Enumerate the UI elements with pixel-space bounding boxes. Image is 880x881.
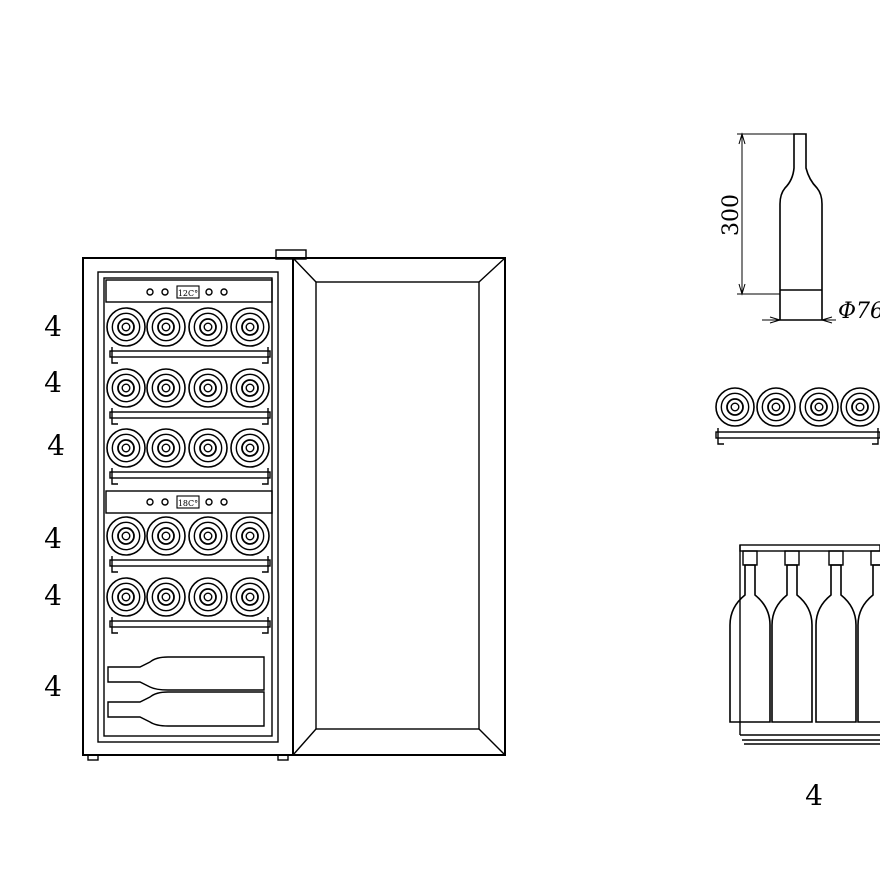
shelf-2-bottle-3 [188, 368, 228, 408]
rack-bottle-3 [815, 564, 857, 723]
detail-shelf-rail [715, 428, 880, 445]
rack-bottle-2-holder [784, 550, 800, 566]
shelf-4-rail [109, 556, 271, 573]
shelf-2-rail [109, 408, 271, 425]
shelf-2-bottle-4 [230, 368, 270, 408]
bottom-shelf-bottles [107, 656, 265, 727]
control-panel-top [105, 279, 273, 303]
rack-bottles [729, 550, 880, 723]
shelf-1-bottle-1 [106, 307, 146, 347]
zone-1-temperature: 12C° [178, 289, 198, 298]
shelf-2-bottle-2 [146, 368, 186, 408]
rack-bottle-4 [857, 564, 880, 723]
detail-bottle-4 [840, 387, 880, 427]
bottle-rack-detail [739, 544, 880, 745]
shelf-1-bottle-4 [230, 307, 270, 347]
shelf-4-bottle-1 [106, 516, 146, 556]
shelf-1-count: 4 [44, 310, 62, 343]
shelf-4-bottle-4 [230, 516, 270, 556]
shelf-2-count: 4 [44, 366, 62, 399]
shelf-3-bottle-2 [146, 428, 186, 468]
bottle-dimension-drawing [737, 132, 836, 324]
bottle-rack-count: 4 [805, 779, 823, 812]
shelf-3-bottle-3 [188, 428, 228, 468]
shelf-1-rail [109, 347, 271, 364]
detail-bottle-1 [715, 387, 755, 427]
shelf-4-count: 4 [44, 522, 62, 555]
rack-bottle-1 [729, 564, 771, 723]
rack-bottle-1-holder [742, 550, 758, 566]
shelf-1-bottle-2 [146, 307, 186, 347]
bottle-diameter-label: Φ76 [838, 299, 880, 324]
shelf-5-rail [109, 617, 271, 634]
shelf-2-bottle-1 [106, 368, 146, 408]
control-panel-middle [105, 490, 273, 514]
detail-bottle-3 [799, 387, 839, 427]
detail-shelf-front-view [715, 387, 880, 445]
shelf-5-bottle-4 [230, 577, 270, 617]
shelf-4-bottle-2 [146, 516, 186, 556]
detail-bottle-2 [756, 387, 796, 427]
cabinet-door [292, 257, 506, 756]
shelf-3-bottle-4 [230, 428, 270, 468]
shelf-3-count: 4 [47, 429, 65, 462]
rack-bottle-4-holder [870, 550, 880, 566]
cabinet-shelves [106, 307, 271, 634]
rack-bottle-2 [771, 564, 813, 723]
bottom-shelf-count: 4 [44, 670, 62, 703]
shelf-3-bottle-1 [106, 428, 146, 468]
shelf-5-count: 4 [44, 579, 62, 612]
zone-2-temperature: 18C° [178, 499, 198, 508]
shelf-5-bottle-1 [106, 577, 146, 617]
shelf-5-bottle-2 [146, 577, 186, 617]
bottle-height-label: 300 [719, 194, 744, 236]
shelf-4-bottle-3 [188, 516, 228, 556]
rack-bottle-3-holder [828, 550, 844, 566]
shelf-5-bottle-3 [188, 577, 228, 617]
shelf-3-rail [109, 468, 271, 485]
shelf-1-bottle-3 [188, 307, 228, 347]
